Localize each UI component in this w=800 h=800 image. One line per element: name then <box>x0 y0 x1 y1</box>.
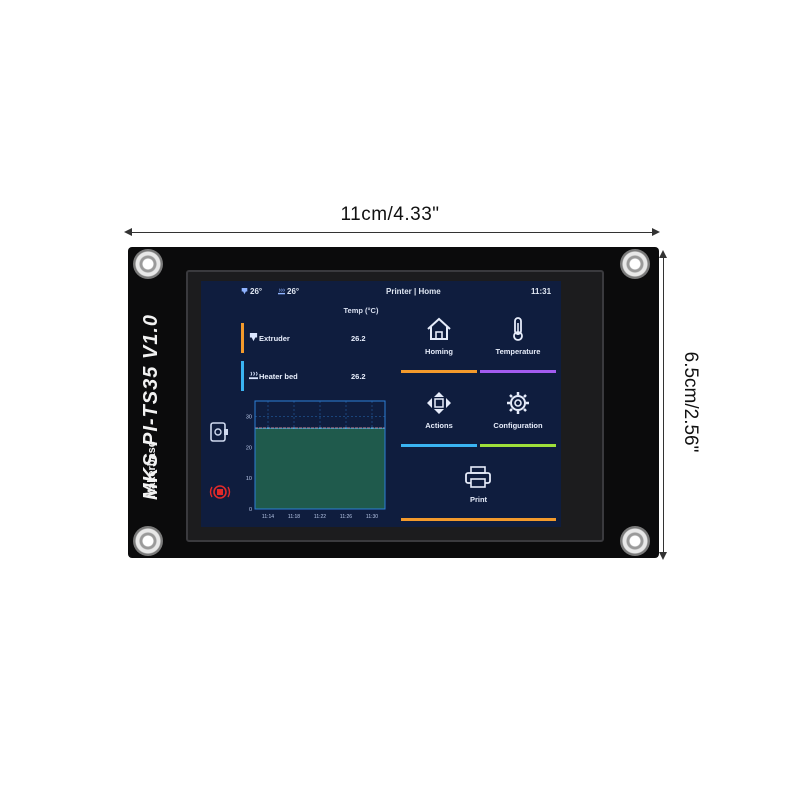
actions-tile[interactable]: Actions <box>401 385 477 457</box>
printer-icon <box>465 466 491 488</box>
temperature-accent <box>480 370 556 373</box>
chart-data-point <box>319 427 321 430</box>
print-accent <box>401 518 556 521</box>
clock: 11:31 <box>531 287 552 296</box>
actions-accent <box>401 444 477 447</box>
bed-status-temp: 26° <box>287 287 300 296</box>
bed-status: 26° <box>278 287 299 296</box>
thermometer-icon <box>513 317 523 341</box>
touch-screen: 26° 26° Printer | Home 11:31 Temp (°C) E… <box>201 281 561 527</box>
chart-data-point <box>371 427 373 430</box>
status-bar: 26° 26° Printer | Home 11:31 <box>201 281 561 301</box>
chart-y-tick-label: 10 <box>246 476 252 482</box>
height-label: 6.5cm/2.56" <box>680 351 701 453</box>
print-tile[interactable]: Print <box>401 459 556 527</box>
chart-data-point <box>345 427 347 430</box>
board-brand-label: Makerbase <box>146 441 158 498</box>
homing-accent <box>401 370 477 373</box>
chart-data-point <box>293 427 295 430</box>
width-label: 11cm/4.33" <box>340 204 440 225</box>
heater-bed-color-bar <box>241 361 244 391</box>
homing-tile[interactable]: Homing <box>401 311 477 383</box>
print-label: Print <box>469 495 488 504</box>
chart-y-tick-label: 30 <box>246 414 252 420</box>
chart-data-point <box>267 427 269 430</box>
homing-label: Homing <box>425 347 453 356</box>
heater-bed-icon <box>249 371 258 380</box>
heater-bed-value: 26.2 <box>351 372 366 381</box>
chart-x-tick-label: 11:14 <box>262 514 274 520</box>
mount-hole-top-right <box>620 249 650 279</box>
height-dimension-line <box>663 255 664 555</box>
screen-title: Printer | Home <box>386 287 441 296</box>
temp-panel-title: Temp (°C) <box>343 306 379 315</box>
emergency-stop-icon[interactable] <box>209 484 231 500</box>
configuration-accent <box>480 444 556 447</box>
chart-series <box>255 427 385 430</box>
mount-hole-bottom-right <box>620 526 650 556</box>
extruder-status-temp: 26° <box>250 287 263 296</box>
chart-y-tick-label: 20 <box>246 445 252 451</box>
configuration-tile[interactable]: Configuration <box>480 385 556 457</box>
chart-x-ticks: 11:14 11:18 11:22 11:26 11:30 <box>262 514 378 520</box>
heater-bed-icon <box>278 288 285 295</box>
temperature-tile[interactable]: Temperature <box>480 311 556 383</box>
height-arrow-top <box>659 250 667 258</box>
move-arrows-icon <box>427 392 451 414</box>
width-arrow-right <box>652 228 660 236</box>
height-arrow-bottom <box>659 552 667 560</box>
configuration-label: Configuration <box>493 421 543 430</box>
extruder-value: 26.2 <box>351 334 366 343</box>
extruder-label: Extruder <box>259 334 290 343</box>
filament-icon[interactable] <box>209 421 229 443</box>
width-dimension-line <box>128 232 655 233</box>
extruder-status: 26° <box>241 287 262 296</box>
chart-x-tick-label: 11:30 <box>366 514 378 520</box>
chart-y-tick-label: 0 <box>249 507 252 513</box>
home-icon <box>427 317 451 340</box>
temperature-label: Temperature <box>495 347 541 356</box>
chart-y-ticks: 0 10 20 30 <box>246 414 252 513</box>
chart-area-fill <box>255 428 385 509</box>
actions-label: Actions <box>425 421 453 430</box>
mount-hole-bottom-left <box>133 526 163 556</box>
nozzle-icon <box>249 333 258 342</box>
nozzle-icon <box>241 288 248 295</box>
chart-x-tick-label: 11:26 <box>340 514 352 520</box>
gear-icon <box>507 392 529 414</box>
temperature-chart: 0 10 20 30 11:14 11:18 11:22 11:26 11:30 <box>246 400 386 520</box>
heater-bed-label: Heater bed <box>259 372 298 381</box>
chart-x-tick-label: 11:18 <box>288 514 300 520</box>
mount-hole-top-left <box>133 249 163 279</box>
chart-frame <box>254 400 386 510</box>
extruder-color-bar <box>241 323 244 353</box>
chart-x-tick-label: 11:22 <box>314 514 326 520</box>
